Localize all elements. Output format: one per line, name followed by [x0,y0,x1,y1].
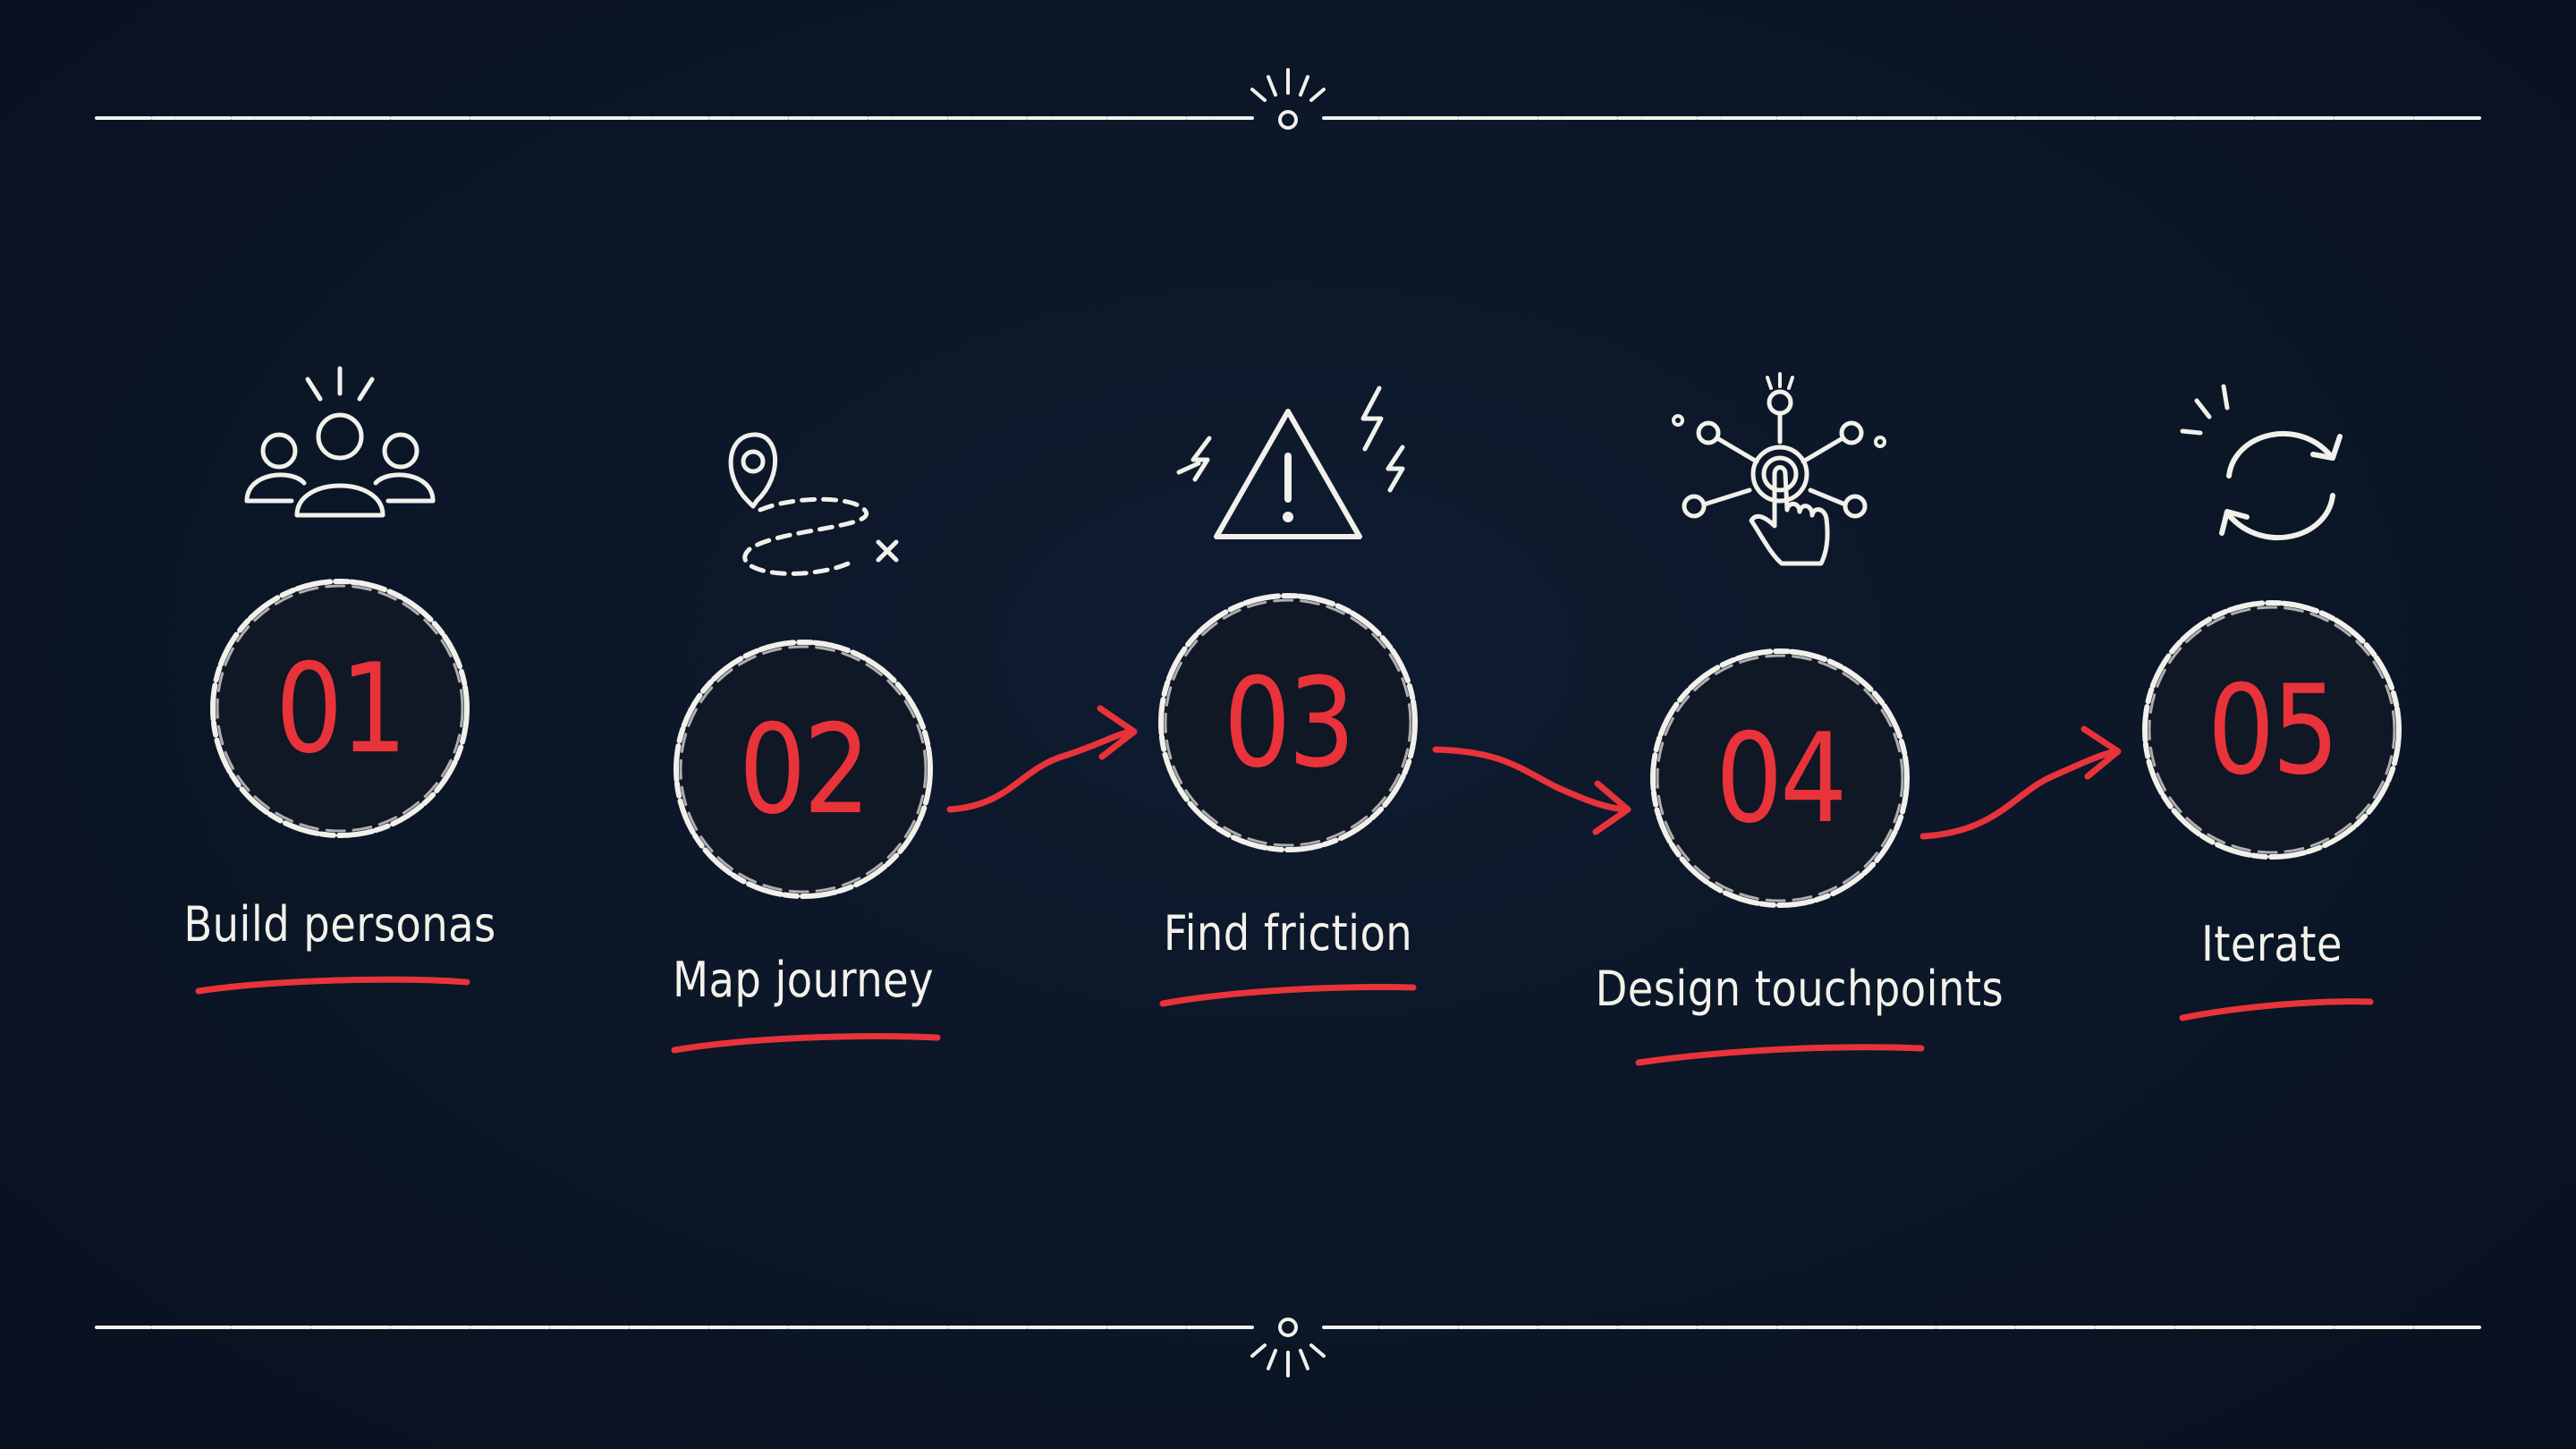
red-underline [2179,998,2374,1021]
step-number-circle [674,640,933,899]
step-label: Build personas [183,896,496,953]
step-number: 02 [738,697,871,842]
arrow-3-to-4 [1432,746,1631,835]
step-label: Design touchpoints [1595,961,2004,1017]
step-5: 05 Iterate [2129,376,2415,1055]
step-number-circle [2142,600,2402,860]
warning-triangle-icon [1176,386,1405,539]
red-underline [1159,984,1417,1007]
step-1: 01 Build personas [183,358,496,1038]
cycle-arrows-icon [2180,384,2343,540]
step-2: 02 Map journey [660,411,946,1091]
arrow-4-to-5 [1919,725,2122,840]
map-pin-route-icon [728,432,899,576]
people-group-icon [244,366,436,518]
step-number-circle [210,579,470,838]
step-label: Iterate [2201,916,2343,972]
arrow-2-to-3 [946,705,1138,813]
step-number-circle [1158,593,1418,852]
touch-network-icon [1672,372,1886,566]
step-number: 05 [2207,657,2340,802]
step-label: Map journey [672,952,934,1008]
top-divider [95,68,2481,130]
step-4: 04 Design touchpoints [1596,372,2004,1100]
red-underline [671,1033,941,1054]
step-number: 01 [275,636,408,781]
sparkle-icon [1250,1343,1326,1377]
step-number: 03 [1223,650,1356,795]
step-number-circle [1650,648,1910,908]
red-underline [1635,1044,1925,1066]
step-number: 04 [1715,706,1848,851]
sparkle-icon [1250,68,1326,102]
bottom-divider [95,1318,2481,1377]
step-label: Find friction [1163,905,1413,962]
step-3: 03 Find friction [1145,367,1431,1046]
red-underline [195,976,470,995]
